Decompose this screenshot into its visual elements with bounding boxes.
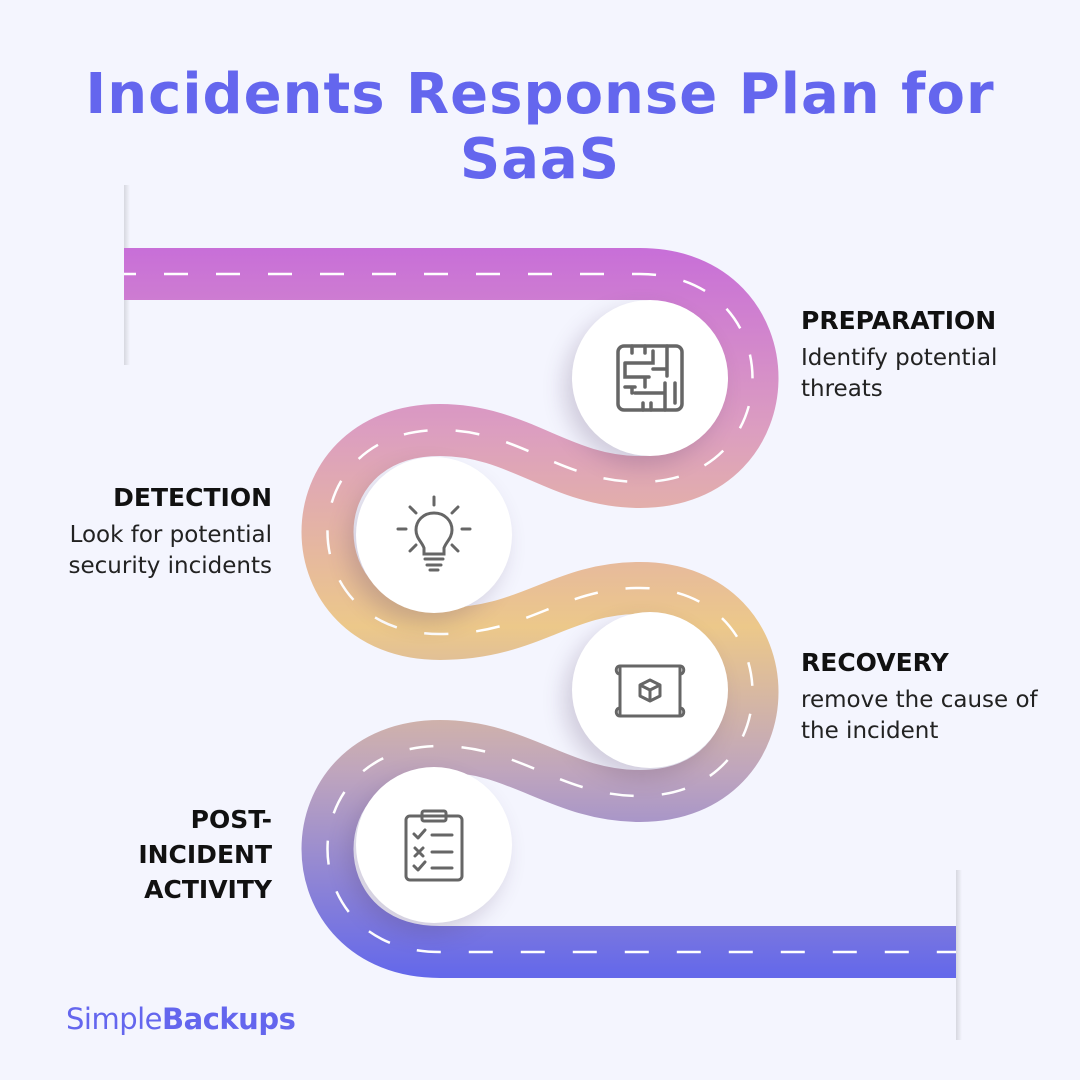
page-title: Incidents Response Plan for SaaS <box>85 62 995 192</box>
step-title: POST-INCIDENT ACTIVITY <box>138 805 272 904</box>
step-circle-detection <box>356 457 512 613</box>
step-recovery: RECOVERY remove the cause of the inciden… <box>801 647 1041 747</box>
step-title: PREPARATION <box>801 306 997 335</box>
blueprint-icon <box>614 664 686 718</box>
step-title: DETECTION <box>113 483 272 512</box>
logo-part1: Simple <box>66 1002 163 1036</box>
checklist-icon <box>404 809 464 882</box>
step-post-incident: POST-INCIDENT ACTIVITY <box>122 802 272 907</box>
road-center-dashes <box>124 272 956 954</box>
step-title: RECOVERY <box>801 648 949 677</box>
simplebackups-logo: SimpleBackups <box>66 1002 296 1036</box>
step-circle-post-incident <box>356 767 512 923</box>
step-description: Identify potential threats <box>801 345 998 402</box>
maze-icon <box>616 344 684 412</box>
step-detection: DETECTION Look for potential security in… <box>32 482 272 582</box>
logo-part2: Backups <box>162 1002 296 1036</box>
road-end-shadow <box>956 870 962 1040</box>
step-circle-recovery <box>572 612 728 768</box>
step-description: Look for potential security incidents <box>68 522 272 579</box>
step-circle-preparation <box>572 300 728 456</box>
lightbulb-icon <box>396 495 472 572</box>
step-description: remove the cause of the incident <box>801 687 1038 744</box>
step-preparation: PREPARATION Identify potential threats <box>801 305 1031 405</box>
